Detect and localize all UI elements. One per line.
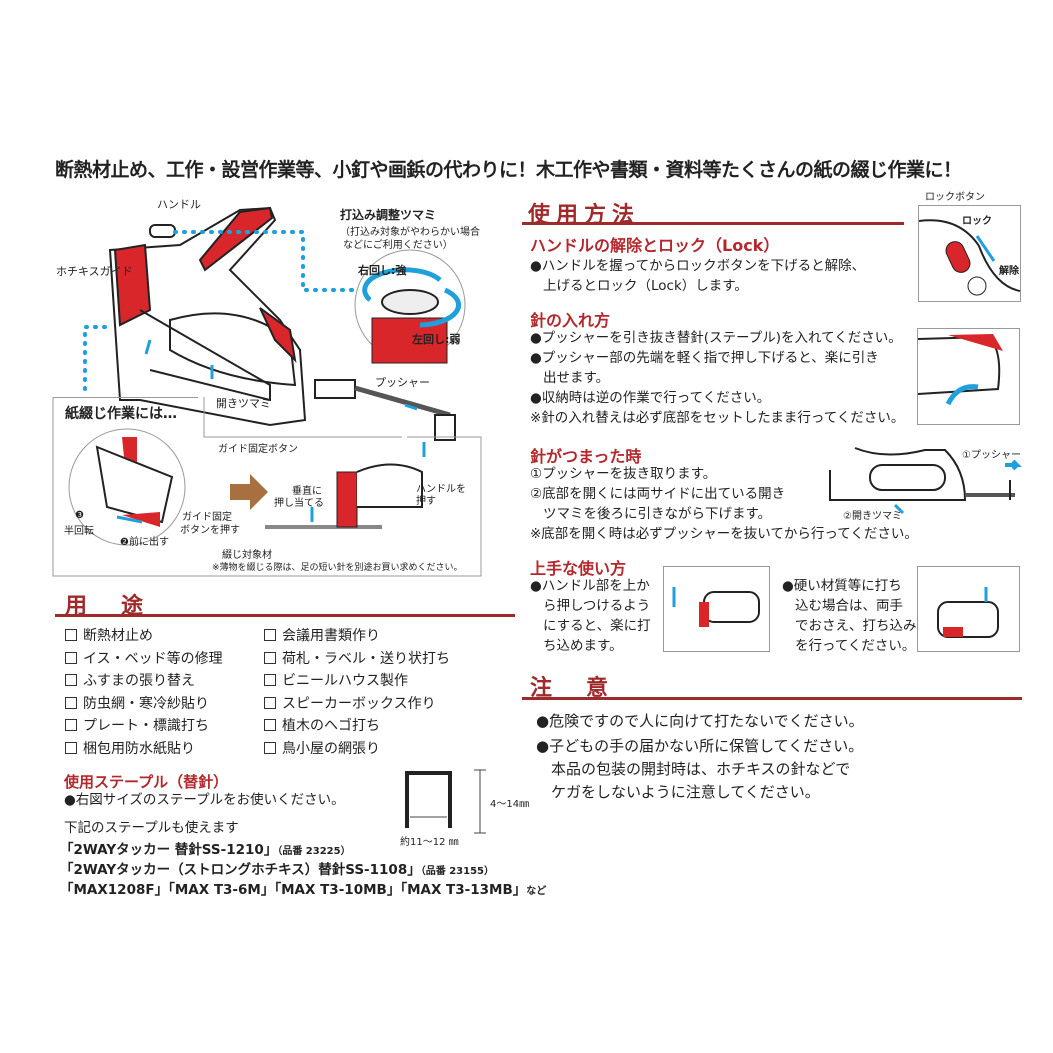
step2: ❷前に出す — [120, 537, 169, 548]
lock-figure — [918, 205, 1021, 302]
tip-a-figure — [663, 566, 770, 652]
usage-item: 梱包用防水紙貼り — [65, 738, 223, 761]
load-note: ※針の入れ替えは必ず底部をセットしたまま行ってください。 — [530, 410, 905, 426]
label-open-knob: 開きツマミ — [216, 397, 271, 410]
caution-text: ●子どもの手の届かない所に保管してください。 — [536, 737, 864, 755]
caution-text: ケガをしないように注意してください。 — [551, 783, 820, 801]
jam-text: ②底部を開くには両サイドに出ている開き — [530, 486, 786, 502]
usage-item: 会議用書類作り — [264, 625, 450, 648]
tip-a: ●ハンドル部を上から押しつけるようにすると、楽に打ち込めます。 — [530, 578, 651, 654]
staple-size-diagram — [405, 769, 486, 834]
usage-item: イス・ベッド等の修理 — [65, 648, 223, 671]
usage-item: プレート・標識打ち — [65, 715, 223, 738]
label-guide-button: ガイド固定ボタン — [218, 444, 298, 455]
load-text: 出せます。 — [543, 370, 610, 386]
fig-pusher: ①プッシャー — [962, 450, 1021, 461]
step3: 半回転 — [64, 526, 94, 537]
usage-item: スピーカーボックス作り — [264, 693, 450, 716]
usage-item: 防虫網・寒冷紗貼り — [65, 693, 223, 716]
step1-a: ガイド固定 — [182, 512, 232, 523]
usage-list-right: 会議用書類作り 荷札・ラベル・送り状打ち ビニールハウス製作 スピーカーボックス… — [264, 625, 450, 760]
lock-title: ハンドルの解除とロック（Lock） — [530, 236, 780, 255]
fig-open-knob: ②開きツマミ — [843, 511, 902, 522]
knob-note: などにご利用ください） — [343, 240, 453, 251]
knob-note: （打込み対象がやわらかい場合 — [340, 227, 480, 238]
headline: 断熱材止め、工作・設営作業等、小釘や画鋲の代わりに！木工作や書類・資料等たくさん… — [55, 159, 962, 181]
staples-title: 使用ステープル（替針） — [64, 773, 229, 791]
staple-product: 「2WAYタッカー（ストロングホチキス）替針SS-1108」（品番 23155） — [60, 862, 495, 878]
staple-product: 「2WAYタッカー 替針SS-1210」（品番 23225） — [60, 842, 351, 858]
paper-box-note: ※薄物を綴じる際は、足の短い針を別途お買い求めください。 — [212, 563, 463, 573]
staples-line1: ●右図サイズのステープルをお使いください。 — [64, 792, 345, 808]
label-guide: ホチキスガイド — [56, 265, 133, 278]
usage-item: 鳥小屋の網張り — [264, 738, 450, 761]
fig-lock-button: ロックボタン — [925, 192, 985, 203]
tip-b: ●硬い材質等に打ち込む場合は、両手でおさえ、打ち込みを行ってください。 — [782, 578, 917, 654]
label-left-turn: 左回し:弱 — [412, 333, 461, 346]
staples-line2: 下記のステープルも使えます — [64, 820, 239, 836]
jam-text: ①プッシャーを抜き取ります。 — [530, 466, 717, 482]
caution-title: 注 意 — [530, 676, 615, 701]
load-figure — [917, 328, 1020, 425]
load-text: ●収納時は逆の作業で行ってください。 — [530, 390, 771, 406]
press-1: ハンドルを — [416, 484, 466, 495]
staple-width: 約11〜12 ㎜ — [400, 837, 459, 848]
lock-text: ●ハンドルを握ってからロックボタンを下げると解除、 — [530, 258, 866, 274]
tip-b-figure — [917, 566, 1020, 652]
caution-text: 本品の包装の開封時は、ホチキスの針などで — [551, 760, 851, 778]
usage-item: 植木のヘゴ打ち — [264, 715, 450, 738]
fig-lock: ロック — [962, 216, 992, 227]
jam-note: ※底部を開く時は必ずプッシャーを抜いてから行ってください。 — [530, 526, 918, 542]
load-text: ●プッシャーを引き抜き替針(ステープル)を入れてください。 — [530, 330, 902, 346]
load-text: ●プッシャー部の先端を軽く指で押し下げると、楽に引き — [530, 350, 879, 366]
staple-others: 「MAX1208F」「MAX T3-6M」「MAX T3-10MB」「MAX T… — [60, 882, 547, 898]
knob-title: 打込み調整ツマミ — [340, 208, 437, 222]
staple-height: 4〜14㎜ — [490, 799, 530, 810]
step1-b: ボタンを押す — [180, 525, 240, 536]
tips-title: 上手な使い方 — [530, 559, 627, 578]
tacker-diagram — [83, 206, 466, 441]
label-right-turn: 右回し:強 — [358, 264, 407, 277]
jam-figure — [829, 447, 1022, 515]
label-pusher: プッシャー — [375, 376, 430, 389]
usage-item: 断熱材止め — [65, 625, 223, 648]
usage-item: 荷札・ラベル・送り状打ち — [264, 648, 450, 671]
step3-num: ❸ — [75, 510, 84, 521]
vertical-2: 押し当てる — [274, 498, 324, 509]
jam-title: 針がつまった時 — [530, 447, 642, 466]
vertical-1: 垂直に — [292, 486, 322, 497]
label-handle: ハンドル — [157, 198, 201, 211]
label-material: 綴じ対象材 — [222, 550, 272, 561]
caution-text: ●危険ですので人に向けて打たないでください。 — [536, 712, 864, 730]
paper-binding-box — [52, 397, 482, 577]
jam-text: ツマミを後ろに引きながら下げます。 — [543, 506, 772, 522]
usage-item: ビニールハウス製作 — [264, 670, 450, 693]
fig-release: 解除 — [999, 266, 1019, 277]
usage-item: ふすまの張り替え — [65, 670, 223, 693]
paper-box-title: 紙綴じ作業には… — [65, 406, 177, 422]
press-2: 押す — [416, 496, 436, 507]
lock-text: 上げるとロック（Lock）します。 — [543, 278, 748, 294]
usage-list-left: 断熱材止め イス・ベッド等の修理 ふすまの張り替え 防虫網・寒冷紗貼り プレート… — [65, 625, 223, 760]
load-title: 針の入れ方 — [530, 311, 611, 330]
